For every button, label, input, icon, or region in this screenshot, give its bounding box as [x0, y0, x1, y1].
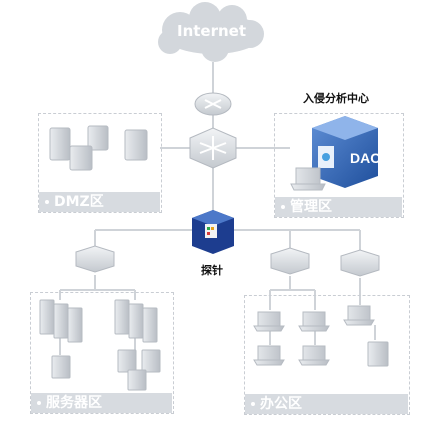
dac-analysis-center-icon	[312, 116, 378, 188]
probe-label: 探针	[201, 264, 223, 277]
bullet-icon	[251, 402, 255, 406]
dac-badge: DAC	[350, 150, 381, 166]
office-zone-label: 办公区	[245, 394, 408, 414]
server-zone-label: 服务器区	[31, 393, 172, 413]
bullet-icon	[281, 205, 285, 209]
office-zone-text: 办公区	[260, 396, 302, 412]
internet-cloud	[158, 2, 264, 62]
core-switch-icon	[189, 127, 237, 169]
analysis-center-title: 入侵分析中心	[303, 92, 369, 105]
management-zone-label: 管理区	[275, 197, 402, 217]
router-icon	[194, 92, 232, 116]
dmz-zone-text: DMZ区	[54, 194, 104, 210]
internet-label: Internet	[177, 22, 247, 40]
management-zone-text: 管理区	[290, 199, 332, 215]
bullet-icon	[45, 200, 49, 204]
management-laptop-icon	[290, 167, 326, 191]
dmz-zone-label: DMZ区	[39, 192, 160, 212]
access-switch-icons	[75, 245, 380, 277]
server-rack-icons	[39, 299, 161, 391]
office-zone: 办公区	[244, 295, 410, 415]
laptop-icons	[253, 305, 389, 367]
dmz-server-icons	[49, 125, 148, 171]
management-zone: 管理区	[274, 113, 404, 218]
dmz-zone: DMZ区	[38, 113, 162, 213]
bullet-icon	[37, 401, 41, 405]
server-zone-text: 服务器区	[46, 395, 102, 411]
probe-sensor-icon	[192, 210, 234, 254]
server-zone: 服务器区	[30, 292, 174, 414]
